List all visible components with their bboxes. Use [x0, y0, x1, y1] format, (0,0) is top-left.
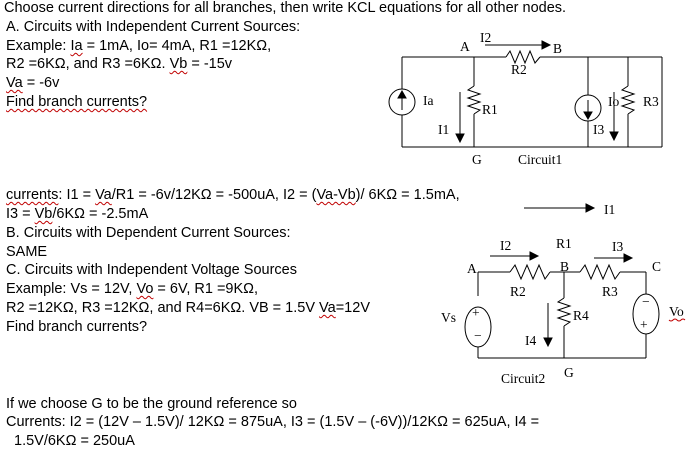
circuit2-node-c: C	[652, 259, 661, 274]
circuit2-resistor-r1	[509, 263, 551, 281]
circuit1-label-r3: R3	[643, 94, 659, 109]
answer-a-line2: I3 = Vb/6KΩ = -2.5mA	[6, 206, 149, 222]
circuit1-label-i3: I3	[593, 122, 604, 137]
answer-c-line1: Currents: I2 = (12V – 1.5V)/ 12KΩ = 875u…	[6, 414, 540, 430]
question-a: Find branch currents?	[6, 94, 148, 110]
example-c-line1: Example: Vs = 12V, Vo = 6V, R1 =9KΩ,	[6, 281, 259, 297]
circuit1-node-b: B	[553, 41, 562, 56]
circuit1-i2-arrowhead	[541, 40, 552, 50]
circuit2-label-i1: I1	[604, 202, 615, 217]
question-c: Find branch currents?	[6, 319, 148, 335]
circuit2-label-r4: R4	[573, 308, 589, 323]
circuit1-label-io: Io	[608, 94, 619, 109]
circuit2-label-i2: I2	[500, 238, 511, 253]
circuit2-node-a: A	[467, 261, 477, 276]
example-a-line2: R2 =6KΩ, and R3 =6KΩ. Vb = -15v	[6, 56, 233, 72]
circuit2-caption: Circuit2	[501, 371, 545, 386]
circuit1-resistor-r1	[466, 85, 482, 115]
section-b-answer: SAME	[6, 244, 48, 260]
circuit2-label-r2: R2	[510, 284, 526, 299]
circuit2-resistor-r4	[556, 297, 572, 327]
circuit1-caption: Circuit1	[518, 152, 562, 167]
circuit2-label-r3: R3	[602, 284, 618, 299]
circuit2-ground: G	[564, 365, 574, 380]
circuit2-vs-plus: +	[472, 305, 480, 320]
circuit1-resistor-r2	[505, 49, 541, 65]
circuit2-node-b: B	[560, 259, 569, 274]
circuit1-label-ia: Ia	[423, 93, 434, 108]
answer-c-intro: If we choose G to be the ground referenc…	[6, 396, 297, 412]
example-c-line2: R2 =12KΩ, R3 =12KΩ, and R4=6KΩ. VB = 1.5…	[6, 300, 370, 316]
answer-c-line2: 1.5V/6KΩ = 250uA	[14, 433, 135, 449]
section-a-heading: A. Circuits with Independent Current Sou…	[6, 19, 301, 35]
circuit2-label-vs: Vs	[441, 310, 456, 325]
circuit2-vo-minus: −	[642, 294, 650, 309]
circuit2-resistor-r3	[579, 263, 621, 281]
circuit1-label-i1: I1	[438, 122, 449, 137]
circuit1-resistor-r3	[620, 85, 636, 115]
section-b-heading: B. Circuits with Dependent Current Sourc…	[6, 225, 291, 241]
circuit2-vo-plus: +	[640, 317, 648, 332]
circuit2-label-i4: I4	[525, 333, 536, 348]
answer-a-line1: currents: I1 = Va/R1 = -6v/12KΩ = -500uA…	[6, 187, 460, 203]
example-a-line1: Example: Ia = 1mA, Io= 4mA, R1 =12KΩ,	[6, 38, 272, 54]
section-c-heading: C. Circuits with Independent Voltage Sou…	[6, 262, 297, 278]
circuit2-label-r1: R1	[556, 236, 572, 251]
circuit2-label-vo: Vo	[669, 304, 684, 319]
circuit1-label-r1: R1	[482, 102, 498, 117]
circuit2-label-i3: I3	[612, 239, 623, 254]
circuit1-label-r2: R2	[511, 62, 527, 77]
circuit1-node-a: A	[460, 39, 470, 54]
line-task: Choose current directions for all branch…	[4, 0, 567, 16]
circuit1-ground: G	[472, 152, 482, 167]
circuit2-vs-minus: −	[474, 328, 482, 343]
circuit1-label-i2: I2	[480, 30, 491, 45]
example-a-line3: Va = -6v	[6, 75, 60, 91]
